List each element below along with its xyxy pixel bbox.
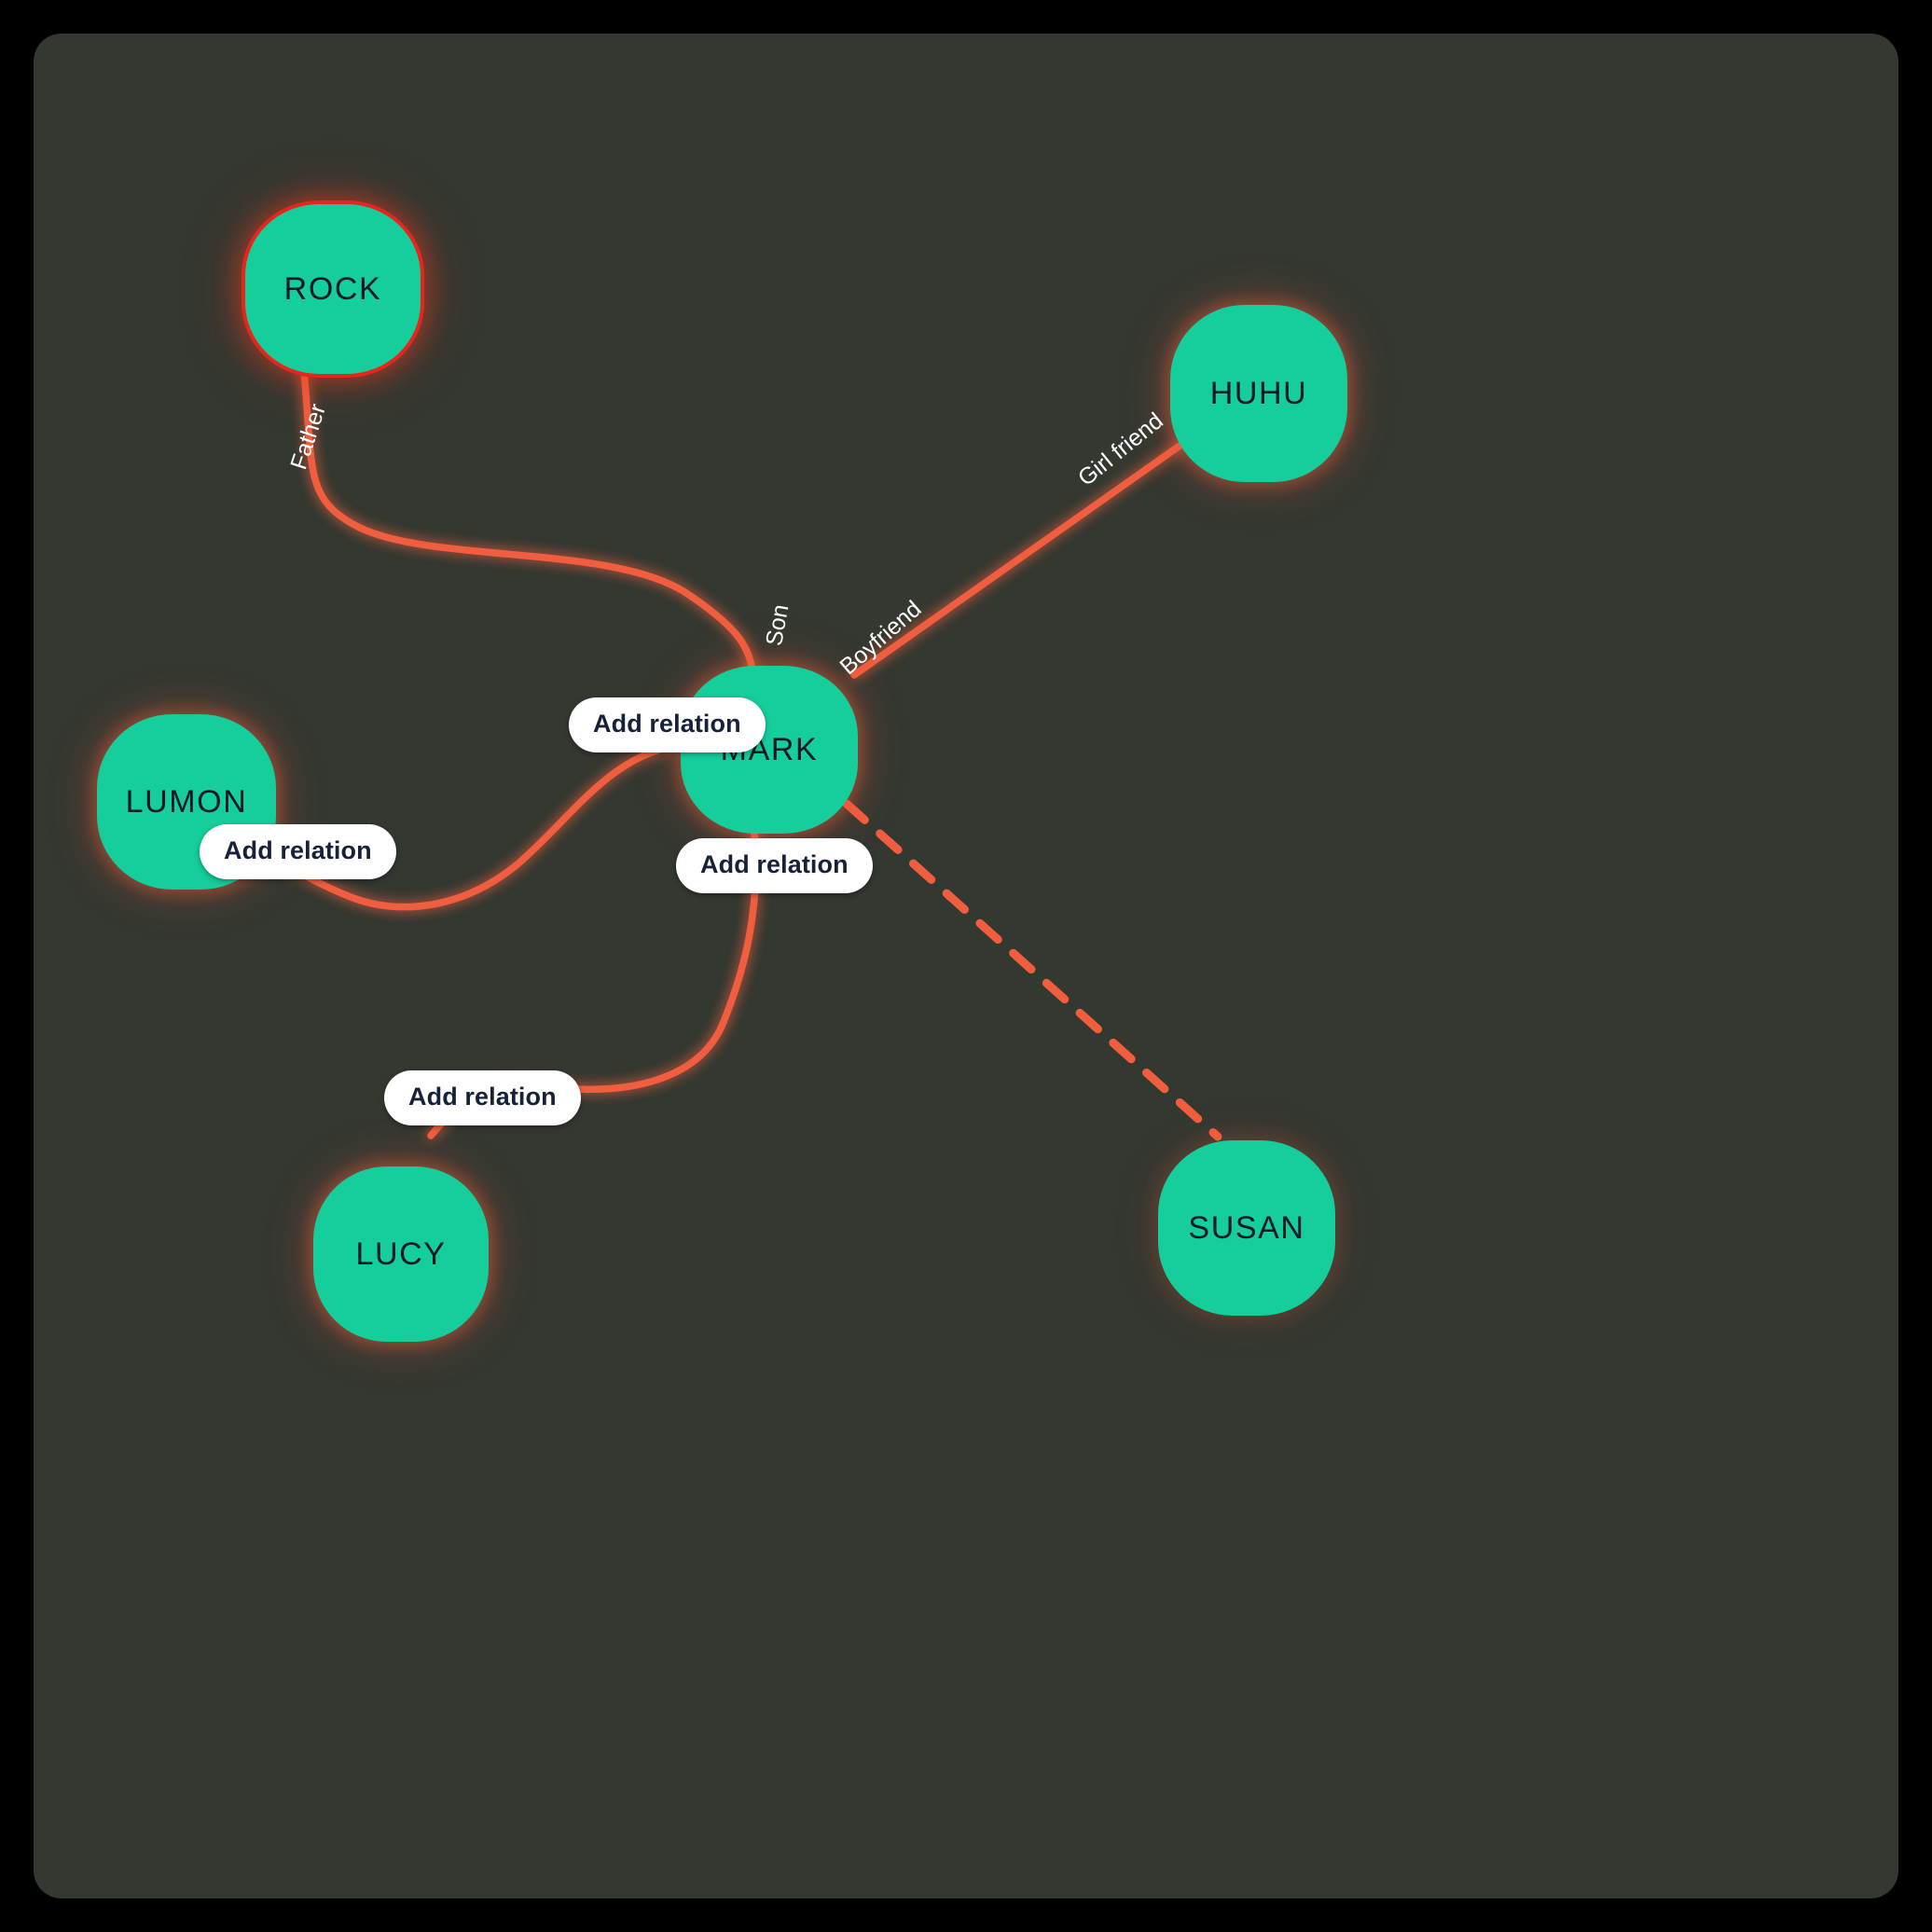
graph-node-huhu[interactable]: HUHU: [1170, 305, 1347, 482]
graph-node-label: LUMON: [125, 783, 248, 820]
edge-label-girl-friend: Girl friend: [1072, 407, 1168, 492]
graph-node-lucy[interactable]: LUCY: [313, 1166, 489, 1342]
edge-label-son: Son: [761, 602, 794, 648]
graph-canvas[interactable]: ROCK HUHU LUMON MARK LUCY SUSAN Father G…: [34, 34, 1898, 1898]
graph-node-label: SUSAN: [1188, 1209, 1305, 1246]
edge-huhu-mark[interactable]: [850, 440, 1186, 679]
graph-node-label: HUHU: [1209, 375, 1308, 411]
add-relation-button[interactable]: Add relation: [384, 1070, 581, 1125]
add-relation-button[interactable]: Add relation: [569, 697, 766, 752]
edge-rock-mark[interactable]: [300, 367, 757, 681]
edge-label-boyfriend: Boyfriend: [835, 595, 927, 681]
add-relation-button[interactable]: Add relation: [676, 838, 873, 893]
graph-node-label: ROCK: [283, 270, 382, 307]
graph-node-rock[interactable]: ROCK: [245, 204, 421, 374]
add-relation-button[interactable]: Add relation: [200, 824, 396, 879]
edge-mark-susan[interactable]: [842, 799, 1222, 1141]
edge-label-father: Father: [285, 400, 332, 474]
graph-node-label: LUCY: [355, 1235, 447, 1272]
graph-node-susan[interactable]: SUSAN: [1158, 1140, 1335, 1316]
